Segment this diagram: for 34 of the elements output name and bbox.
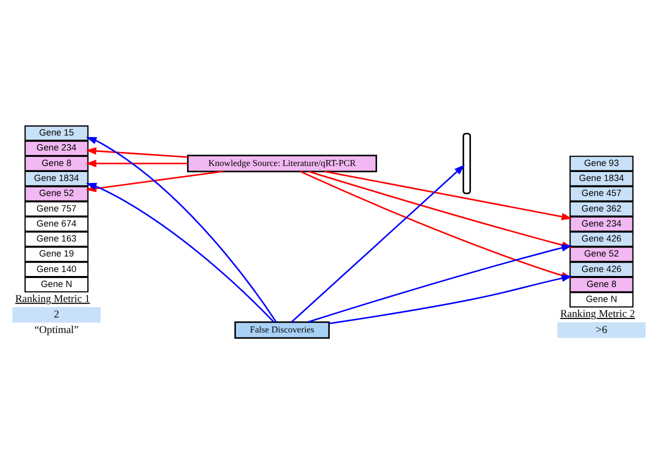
label: “Optimal”: [34, 324, 79, 336]
node-box: Gene 52: [569, 246, 634, 262]
node-box: Gene 1834: [24, 170, 89, 186]
node-box: False Discoveries: [234, 320, 330, 338]
node-box: Gene 163: [24, 230, 89, 246]
node-box: Gene 234: [569, 216, 634, 232]
label: 2: [54, 309, 60, 320]
node-box: Gene 15: [24, 124, 89, 141]
node-box: Gene 140: [24, 261, 89, 277]
node-box: Gene 362: [569, 200, 634, 216]
node-box: Gene 93: [569, 155, 634, 171]
arrow: [86, 146, 188, 158]
arrow: [86, 159, 188, 167]
node-box: Gene 19: [24, 246, 89, 262]
arrow: [329, 274, 572, 324]
node-box: Gene N: [24, 276, 89, 292]
arrow: [291, 164, 465, 322]
arrow: [324, 170, 572, 220]
node-bracket: [462, 132, 471, 194]
node-box: Gene 457: [569, 185, 634, 202]
label: >6: [596, 324, 608, 336]
node-box: Gene 8: [569, 276, 634, 292]
node-box: Gene 757: [24, 200, 89, 216]
node-box: Gene 234: [24, 140, 89, 156]
node-box: Gene N: [569, 291, 634, 308]
node-box: Gene 426: [569, 261, 634, 277]
label: Ranking Metric 1: [15, 293, 90, 304]
node-box: Gene 426: [569, 230, 634, 246]
node-box: Knowledge Source: Literature/qRT-PCR: [187, 154, 378, 172]
node-box: Gene 674: [24, 216, 89, 232]
node-box: Gene 8: [24, 155, 89, 171]
label: Ranking Metric 2: [560, 308, 635, 320]
node-box: Gene 52: [24, 185, 89, 202]
node-box: Gene 1834: [569, 170, 634, 186]
